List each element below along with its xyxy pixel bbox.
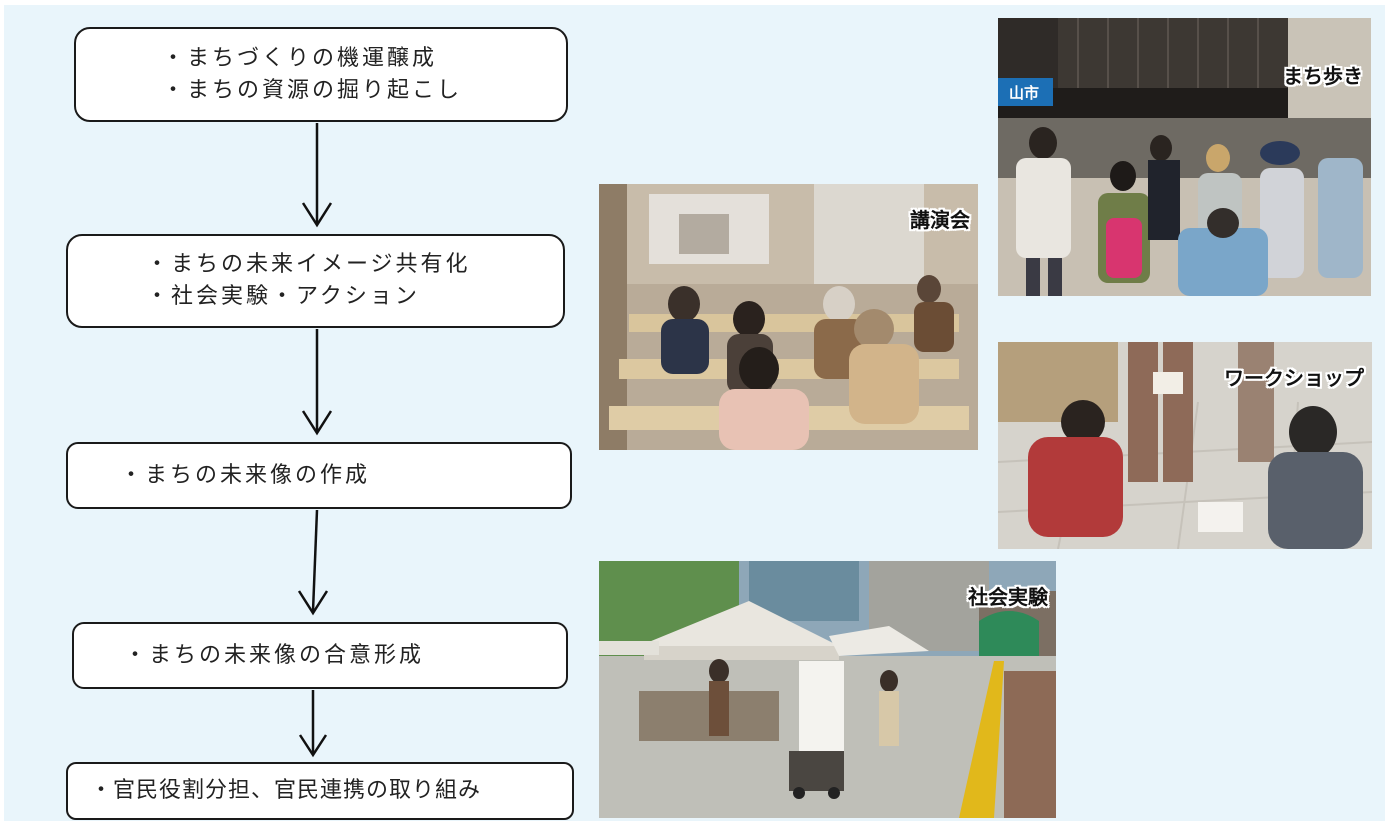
flow-step-5: ・官民役割分担、官民連携の取り組み — [66, 762, 574, 820]
photo-workshop-caption: ワークショップ — [1224, 366, 1364, 390]
flow-step-4-line-1: ・まちの未来像の合意形成 — [124, 642, 425, 668]
workshop-image — [998, 342, 1372, 549]
social-experiment-image — [599, 561, 1056, 818]
photo-town-walk: 山市 まち歩き — [998, 18, 1371, 296]
photo-workshop: ワークショップ — [998, 342, 1372, 549]
flow-step-2: ・まちの未来イメージ共有化 ・社会実験・アクション — [66, 234, 565, 328]
lecture-image — [599, 184, 978, 450]
flow-step-5-line-1: ・官民役割分担、官民連携の取り組み — [90, 778, 482, 803]
flow-step-3: ・まちの未来像の作成 — [66, 442, 572, 509]
photo-town-walk-caption: まち歩き — [1283, 64, 1363, 88]
flow-step-1-line-2: ・まちの資源の掘り起こし — [162, 77, 463, 103]
photo-social-experiment: 社会実験 — [599, 561, 1056, 818]
flow-arrow-1 — [301, 123, 333, 228]
flow-arrow-2 — [301, 329, 333, 436]
flow-arrows — [297, 123, 333, 758]
flow-step-2-line-1: ・まちの未来イメージ共有化 — [146, 252, 471, 277]
photo-lecture-caption: 講演会 — [910, 208, 970, 232]
diagram-canvas: ・まちづくりの機運醸成 ・まちの資源の掘り起こし ・まちの未来イメージ共有化 ・… — [4, 5, 1385, 821]
town-walk-sign-text: 山市 — [1009, 84, 1039, 102]
photo-social-experiment-caption: 社会実験 — [968, 585, 1048, 609]
flow-step-4: ・まちの未来像の合意形成 — [72, 622, 568, 689]
photo-lecture: 講演会 — [599, 184, 978, 450]
flow-step-1: ・まちづくりの機運醸成 ・まちの資源の掘り起こし — [74, 27, 568, 122]
flow-arrow-3 — [297, 509, 329, 616]
flow-step-3-line-1: ・まちの未来像の作成 — [120, 462, 371, 488]
town-walk-image: 山市 — [998, 18, 1371, 296]
flow-arrow-4 — [298, 690, 328, 758]
flow-step-2-line-2: ・社会実験・アクション — [146, 284, 420, 309]
flow-step-1-line-1: ・まちづくりの機運醸成 — [162, 45, 438, 71]
